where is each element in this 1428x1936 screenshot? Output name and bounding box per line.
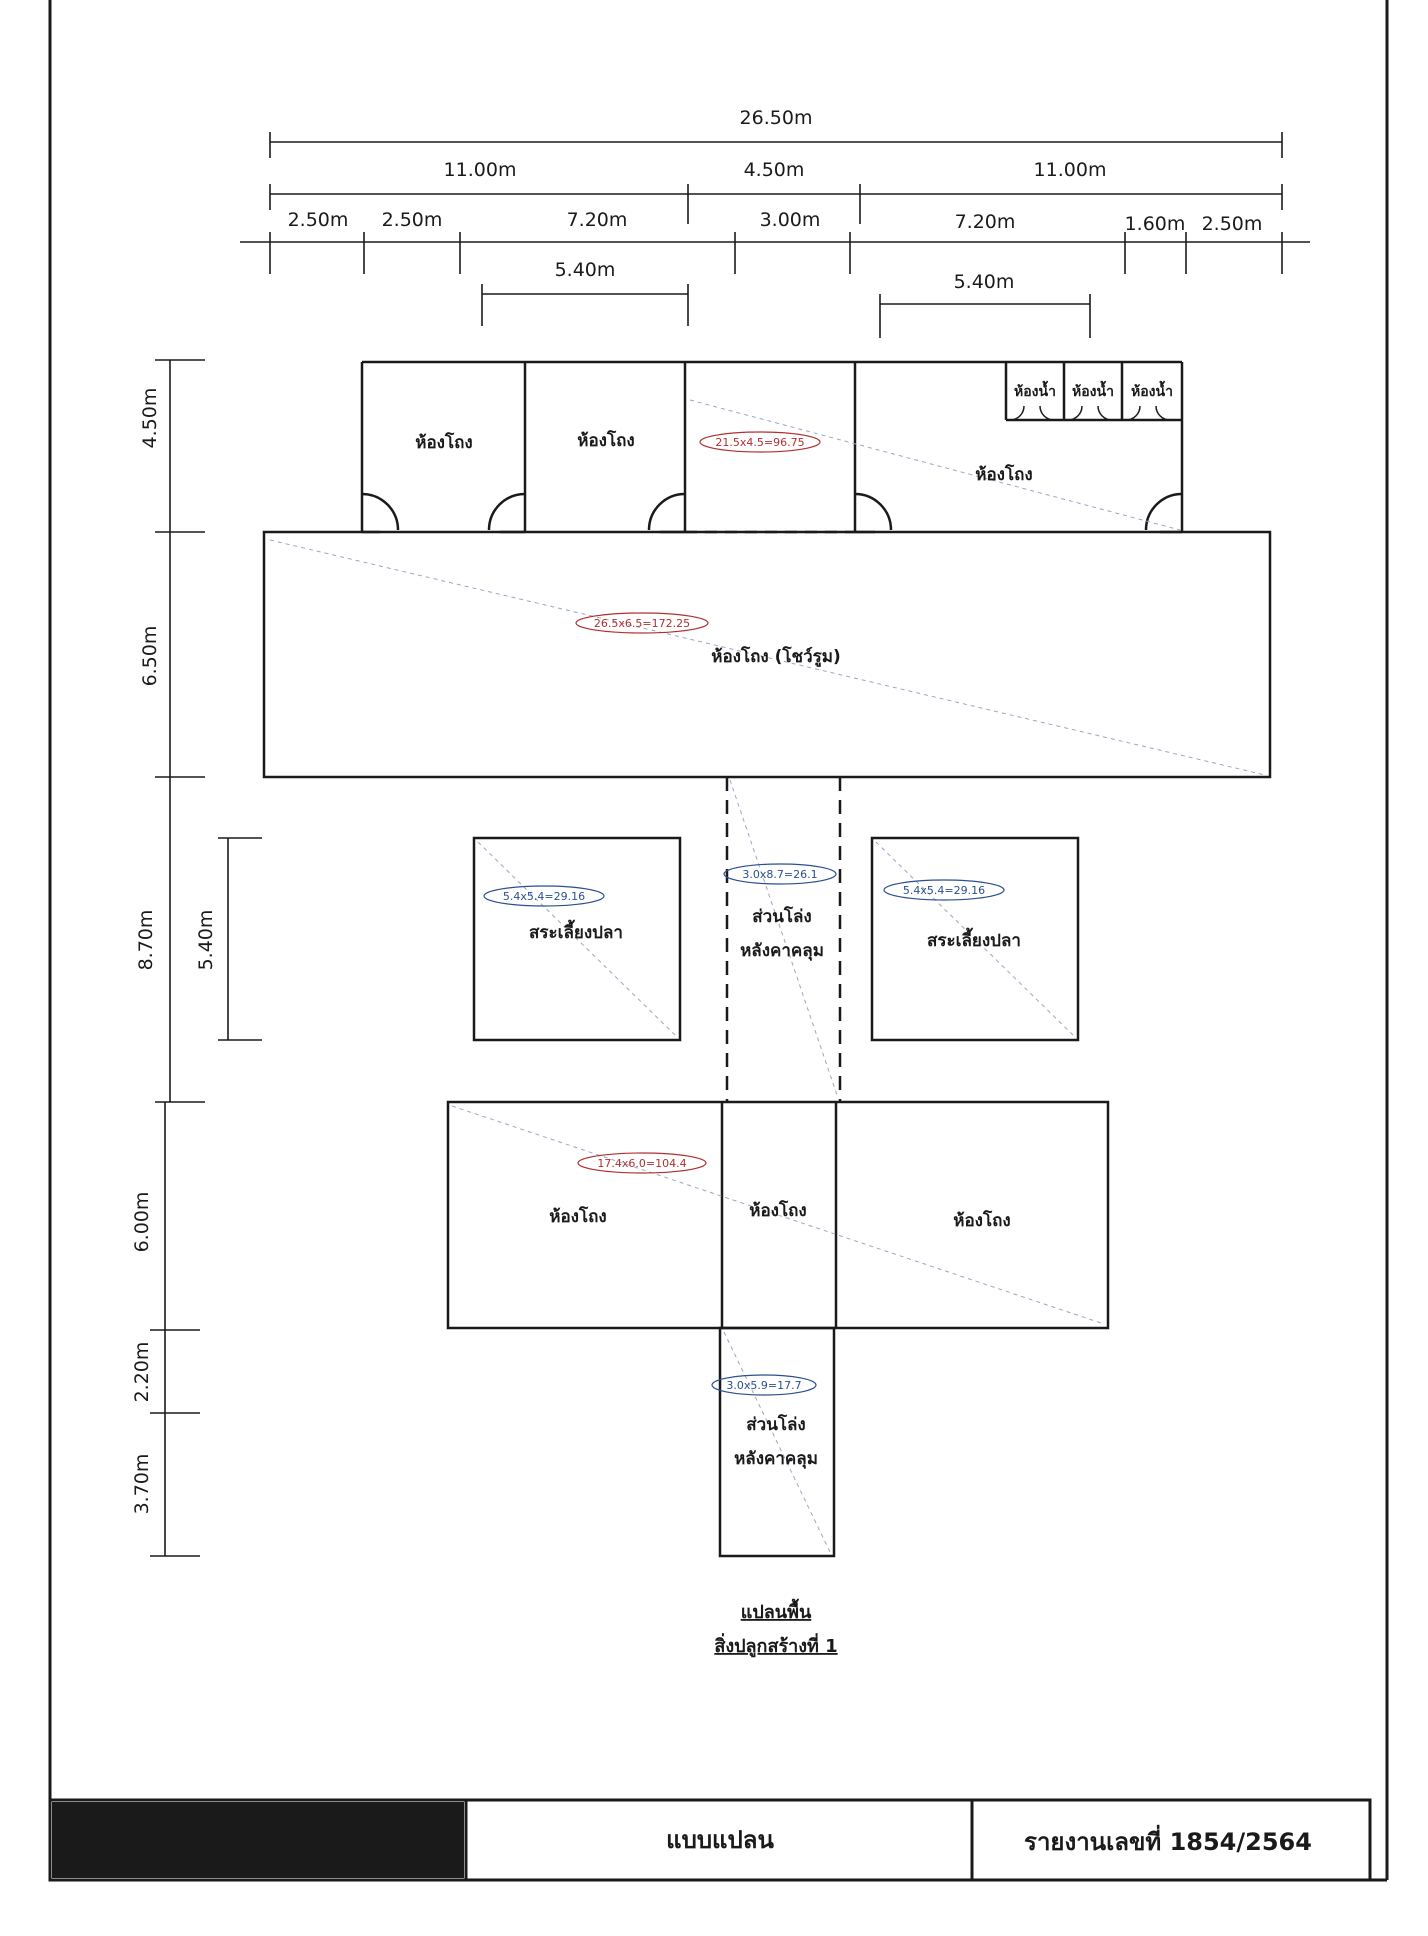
room-open-roofed-1-line1: ส่วนโล่ง — [752, 906, 811, 927]
dim-left-6: 3.70m — [131, 1454, 153, 1515]
top-dimension-labels: 26.50m 11.00m 4.50m 11.00m 2.50m 2.50m 7… — [288, 107, 1263, 293]
area-note-pond-left: 5.4x5.4=29.16 — [503, 890, 585, 903]
area-note-bottom-open-ring — [711, 1374, 817, 1396]
area-note-corridor: 3.0x8.7=26.1 — [742, 868, 817, 881]
construction-lines — [269, 399, 1266, 1553]
dim-left-3: 8.70m — [135, 910, 157, 971]
dim-row3-c: 7.20m — [567, 209, 628, 231]
room-toilet-3: ห้องน้ำ — [1131, 380, 1173, 400]
title-block-drawing-type: แบบแปลน — [666, 1826, 774, 1854]
dim-row2-mid: 4.50m — [744, 159, 805, 181]
room-fish-pond-right: สระเลี้ยงปลา — [927, 927, 1021, 951]
dim-left-pond: 5.40m — [195, 910, 217, 971]
room-storage-6: ห้องโถง — [953, 1210, 1010, 1231]
dim-left-4: 6.00m — [131, 1192, 153, 1253]
area-notes: 21.5x4.5=96.75 26.5x6.5=172.25 5.4x5.4=2… — [483, 431, 1005, 1396]
title-block-report-number: รายงานเลขที่ 1854/2564 — [1024, 1824, 1312, 1856]
dim-left-2: 6.50m — [139, 626, 161, 687]
area-note-corridor-ring — [723, 863, 837, 885]
area-note-top-ring — [699, 431, 821, 453]
room-open-roofed-2-line1: ส่วนโล่ง — [746, 1414, 805, 1435]
caption-line1: แปลนพื้น — [741, 1598, 812, 1623]
room-storage-5: ห้องโถง — [749, 1200, 806, 1221]
room-open-roofed-1-line2: หลังคาคลุม — [740, 941, 824, 961]
showroom-outline — [262, 530, 1272, 779]
fish-pond-left — [472, 836, 682, 1042]
room-storage-2: ห้องโถง — [577, 430, 634, 451]
dim-row3-a: 2.50m — [288, 209, 349, 231]
dim-row2-left: 11.00m — [444, 159, 517, 181]
area-note-pond-right-ring — [883, 879, 1005, 901]
left-dimension-labels: 4.50m 6.50m 8.70m 6.00m 2.20m 3.70m 5.40… — [131, 388, 217, 1515]
toilet-doors — [1009, 405, 1171, 421]
top-block — [360, 360, 1184, 534]
dim-top-total: 26.50m — [740, 107, 813, 129]
area-note-bottom-open: 3.0x5.9=17.7 — [726, 1379, 801, 1392]
dim-row4-right: 5.40m — [954, 271, 1015, 293]
corridor-dashed — [725, 777, 842, 1102]
dim-row3-b: 2.50m — [382, 209, 443, 231]
dim-row3-f: 1.60m — [1125, 213, 1186, 235]
dim-row4-left: 5.40m — [555, 259, 616, 281]
room-fish-pond-left: สระเลี้ยงปลา — [529, 919, 623, 943]
area-note-pond-right: 5.4x5.4=29.16 — [903, 884, 985, 897]
plan-caption: แปลนพื้น สิ่งปลูกสร้างที่ 1 — [714, 1598, 837, 1658]
top-dimensions — [240, 132, 1310, 338]
area-note-pond-left-ring — [483, 885, 605, 907]
left-dimensions — [150, 359, 262, 1557]
room-showroom: ห้องโถง (โชว์รูม) — [711, 646, 840, 668]
dim-row3-e: 7.20m — [955, 211, 1016, 233]
bottom-block — [446, 1100, 1110, 1558]
area-note-bottom: 17.4x6.0=104.4 — [597, 1157, 686, 1170]
title-block-frame — [48, 1798, 1372, 1882]
dim-left-1: 4.50m — [139, 388, 161, 449]
dim-row2-right: 11.00m — [1034, 159, 1107, 181]
sheet-border — [48, 0, 1389, 1882]
area-note-showroom-ring — [575, 612, 709, 634]
room-storage-4: ห้องโถง — [549, 1206, 606, 1227]
caption-line2: สิ่งปลูกสร้างที่ 1 — [714, 1633, 837, 1658]
title-block-logo-area — [52, 1802, 464, 1878]
dim-left-5: 2.20m — [131, 1342, 153, 1403]
room-storage-3: ห้องโถง — [975, 464, 1032, 485]
room-toilet-2: ห้องน้ำ — [1072, 380, 1114, 400]
fish-pond-right — [870, 836, 1080, 1042]
area-note-showroom: 26.5x6.5=172.25 — [594, 617, 690, 630]
room-toilet-1: ห้องน้ำ — [1014, 380, 1056, 400]
room-storage-1: ห้องโถง — [415, 432, 472, 453]
dim-row3-g: 2.50m — [1202, 213, 1263, 235]
area-note-top: 21.5x4.5=96.75 — [715, 436, 804, 449]
area-note-bottom-ring — [577, 1152, 707, 1174]
dim-row3-d: 3.00m — [760, 209, 821, 231]
room-open-roofed-2-line2: หลังคาคลุม — [734, 1449, 818, 1469]
title-block: แบบแปลน รายงานเลขที่ 1854/2564 — [48, 1798, 1372, 1882]
room-labels: ห้องโถง ห้องโถง ห้องโถง ห้องน้ำ ห้องน้ำ … — [415, 380, 1173, 1469]
